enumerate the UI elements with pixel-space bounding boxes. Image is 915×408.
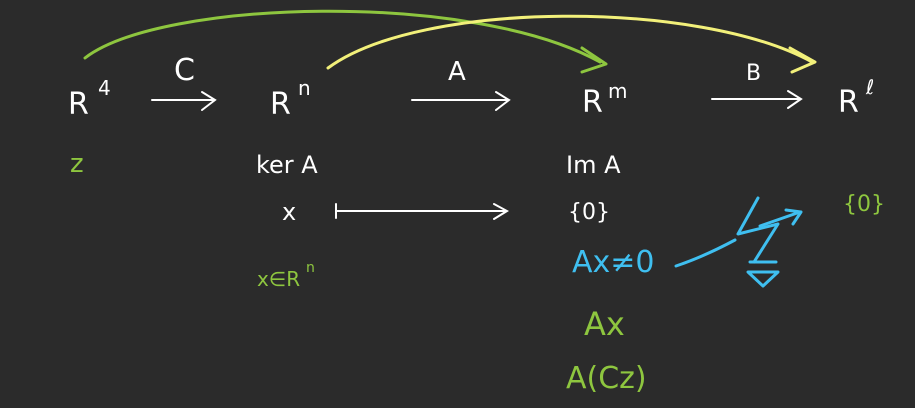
yellow-arrowhead xyxy=(788,46,817,74)
contradiction-arrow xyxy=(674,196,803,288)
z-variable: z xyxy=(70,149,84,179)
green-arrowhead xyxy=(580,46,608,74)
space-rn: R xyxy=(270,87,291,122)
arrow-b xyxy=(711,90,803,109)
space-rl: R xyxy=(838,85,859,120)
ax-expression: Ax xyxy=(584,305,625,343)
image-label: Im A xyxy=(566,151,621,179)
space-r4: R xyxy=(68,87,89,122)
map-label-a: A xyxy=(448,57,466,87)
map-label-b: B xyxy=(746,61,761,86)
zero-set-rl: {0} xyxy=(843,192,885,217)
mapsto-arrow xyxy=(335,203,510,220)
kernel-label: ker A xyxy=(256,151,318,179)
ax-nonzero: Ax≠0 xyxy=(572,245,655,280)
x-in-rn-exponent: n xyxy=(306,260,315,276)
image-zero-set: {0} xyxy=(568,200,610,225)
arrow-a xyxy=(411,91,511,111)
arrow-c xyxy=(151,91,217,111)
x-in-rn: x∈R xyxy=(257,267,300,291)
green-curve-arrow xyxy=(83,9,602,64)
kernel-element-x: x xyxy=(282,198,296,226)
space-r4-exponent: 4 xyxy=(98,76,111,100)
space-rm-exponent: m xyxy=(608,79,627,103)
space-rl-exponent: ℓ xyxy=(865,75,874,99)
map-label-c: C xyxy=(174,53,195,88)
space-rn-exponent: n xyxy=(298,76,311,100)
yellow-curve-arrow xyxy=(326,14,814,70)
space-rm: R xyxy=(582,85,603,120)
acz-expression: A(Cz) xyxy=(566,361,647,396)
